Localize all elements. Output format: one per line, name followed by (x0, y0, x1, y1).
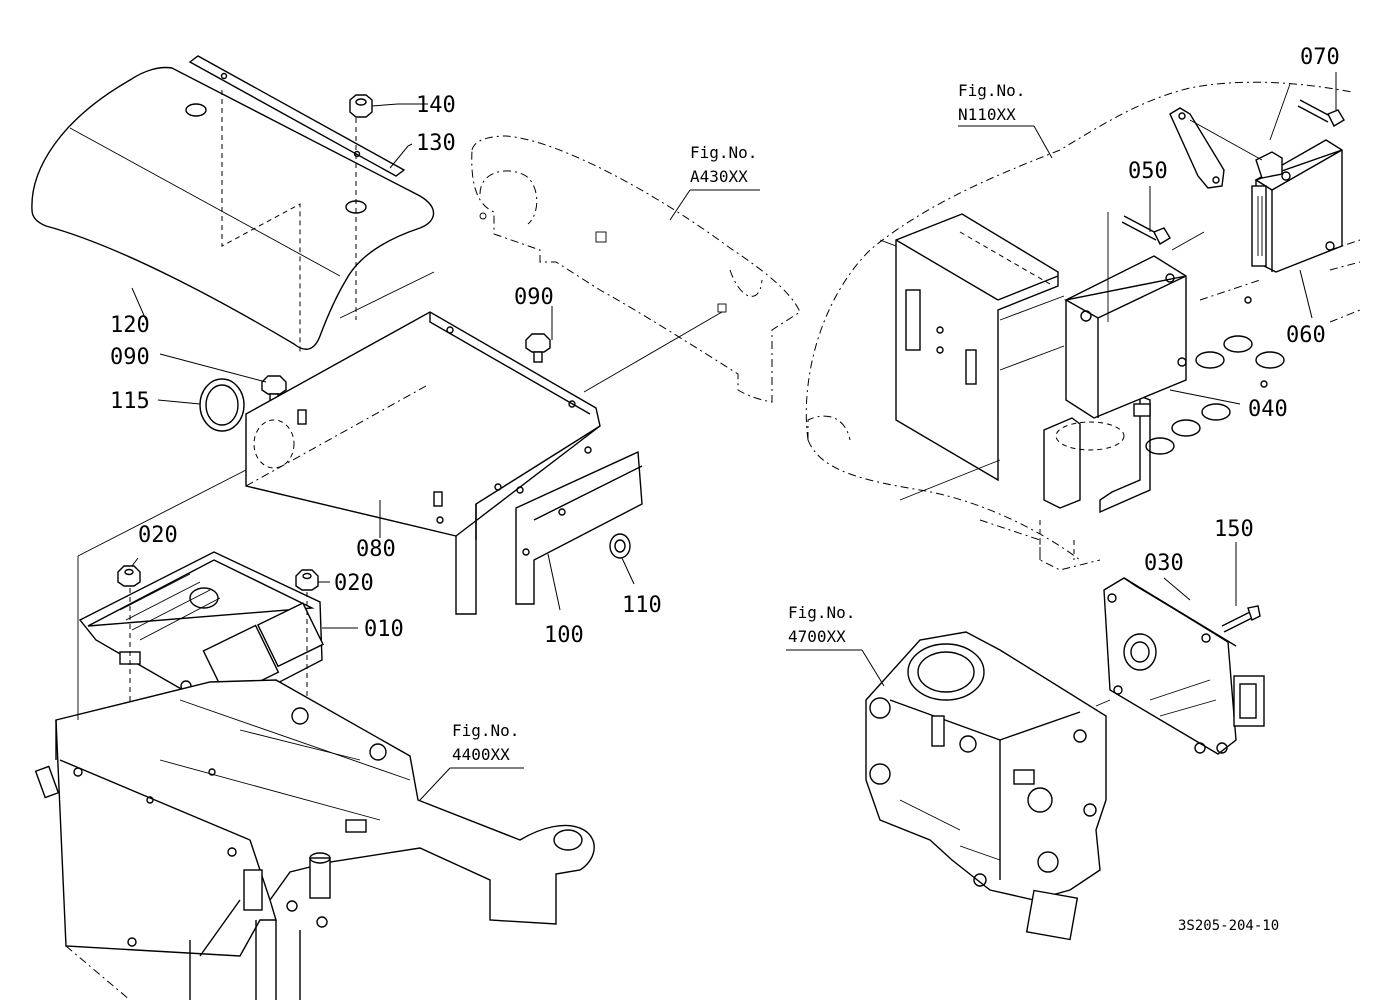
label-115: 115 (110, 389, 150, 414)
label-110: 110 (622, 593, 662, 618)
nut-020-left (117, 565, 141, 587)
label-130: 130 (416, 131, 456, 156)
nut-140 (349, 94, 373, 320)
ecu-010 (78, 551, 324, 699)
label-080: 080 (356, 537, 396, 562)
panel-a430 (471, 135, 801, 403)
fig-ref-4700-line1: Fig.No. (788, 603, 855, 622)
label-100: 100 (544, 623, 584, 648)
unit-4700 (865, 631, 1107, 941)
part-labels: 140 130 120 090 115 090 080 020 020 010 … (110, 45, 1340, 648)
figure-refs: Fig.No. A430XX Fig.No. N110XX Fig.No. 47… (452, 81, 1025, 764)
label-030: 030 (1144, 551, 1184, 576)
housing-n110 (805, 81, 1353, 571)
label-150: 150 (1214, 517, 1254, 542)
floor-holes (1145, 239, 1361, 455)
label-050: 050 (1128, 159, 1168, 184)
fig-ref-4400-line1: Fig.No. (452, 721, 519, 740)
bolt-050 (1107, 212, 1171, 322)
fig-ref-a430-line1: Fig.No. (690, 143, 757, 162)
plate-100 (515, 450, 643, 605)
label-020-left: 020 (138, 523, 178, 548)
bolt-090-mid (525, 333, 551, 363)
fig-ref-4700-line2: 4700XX (788, 627, 846, 646)
bracket-080 (245, 311, 601, 615)
drawing-code: 3S205-204-10 (1178, 918, 1279, 934)
fig-ref-a430-line2: A430XX (690, 167, 748, 186)
label-020-right: 020 (334, 571, 374, 596)
label-090-mid: 090 (514, 285, 554, 310)
label-120: 120 (110, 313, 150, 338)
ecu-040 (1064, 255, 1187, 419)
label-040: 040 (1248, 397, 1288, 422)
bolt-150 (1221, 605, 1261, 633)
frame-4400 (34, 679, 595, 1001)
washer-110 (609, 533, 631, 559)
label-070: 070 (1300, 45, 1340, 70)
label-060: 060 (1286, 323, 1326, 348)
fig-ref-n110-line2: N110XX (958, 105, 1016, 124)
leader-lines (77, 72, 1337, 801)
label-140: 140 (416, 93, 456, 118)
fig-ref-n110-line1: Fig.No. (958, 81, 1025, 100)
ring-115 (199, 378, 245, 432)
fig-ref-4400-line2: 4400XX (452, 745, 510, 764)
bracket-070 (1169, 83, 1345, 189)
cover-120 (31, 66, 435, 354)
strip-130 (188, 55, 406, 177)
nut-020-right (295, 569, 319, 591)
label-090-left: 090 (110, 345, 150, 370)
controller-030 (1103, 577, 1265, 755)
label-010: 010 (364, 617, 404, 642)
